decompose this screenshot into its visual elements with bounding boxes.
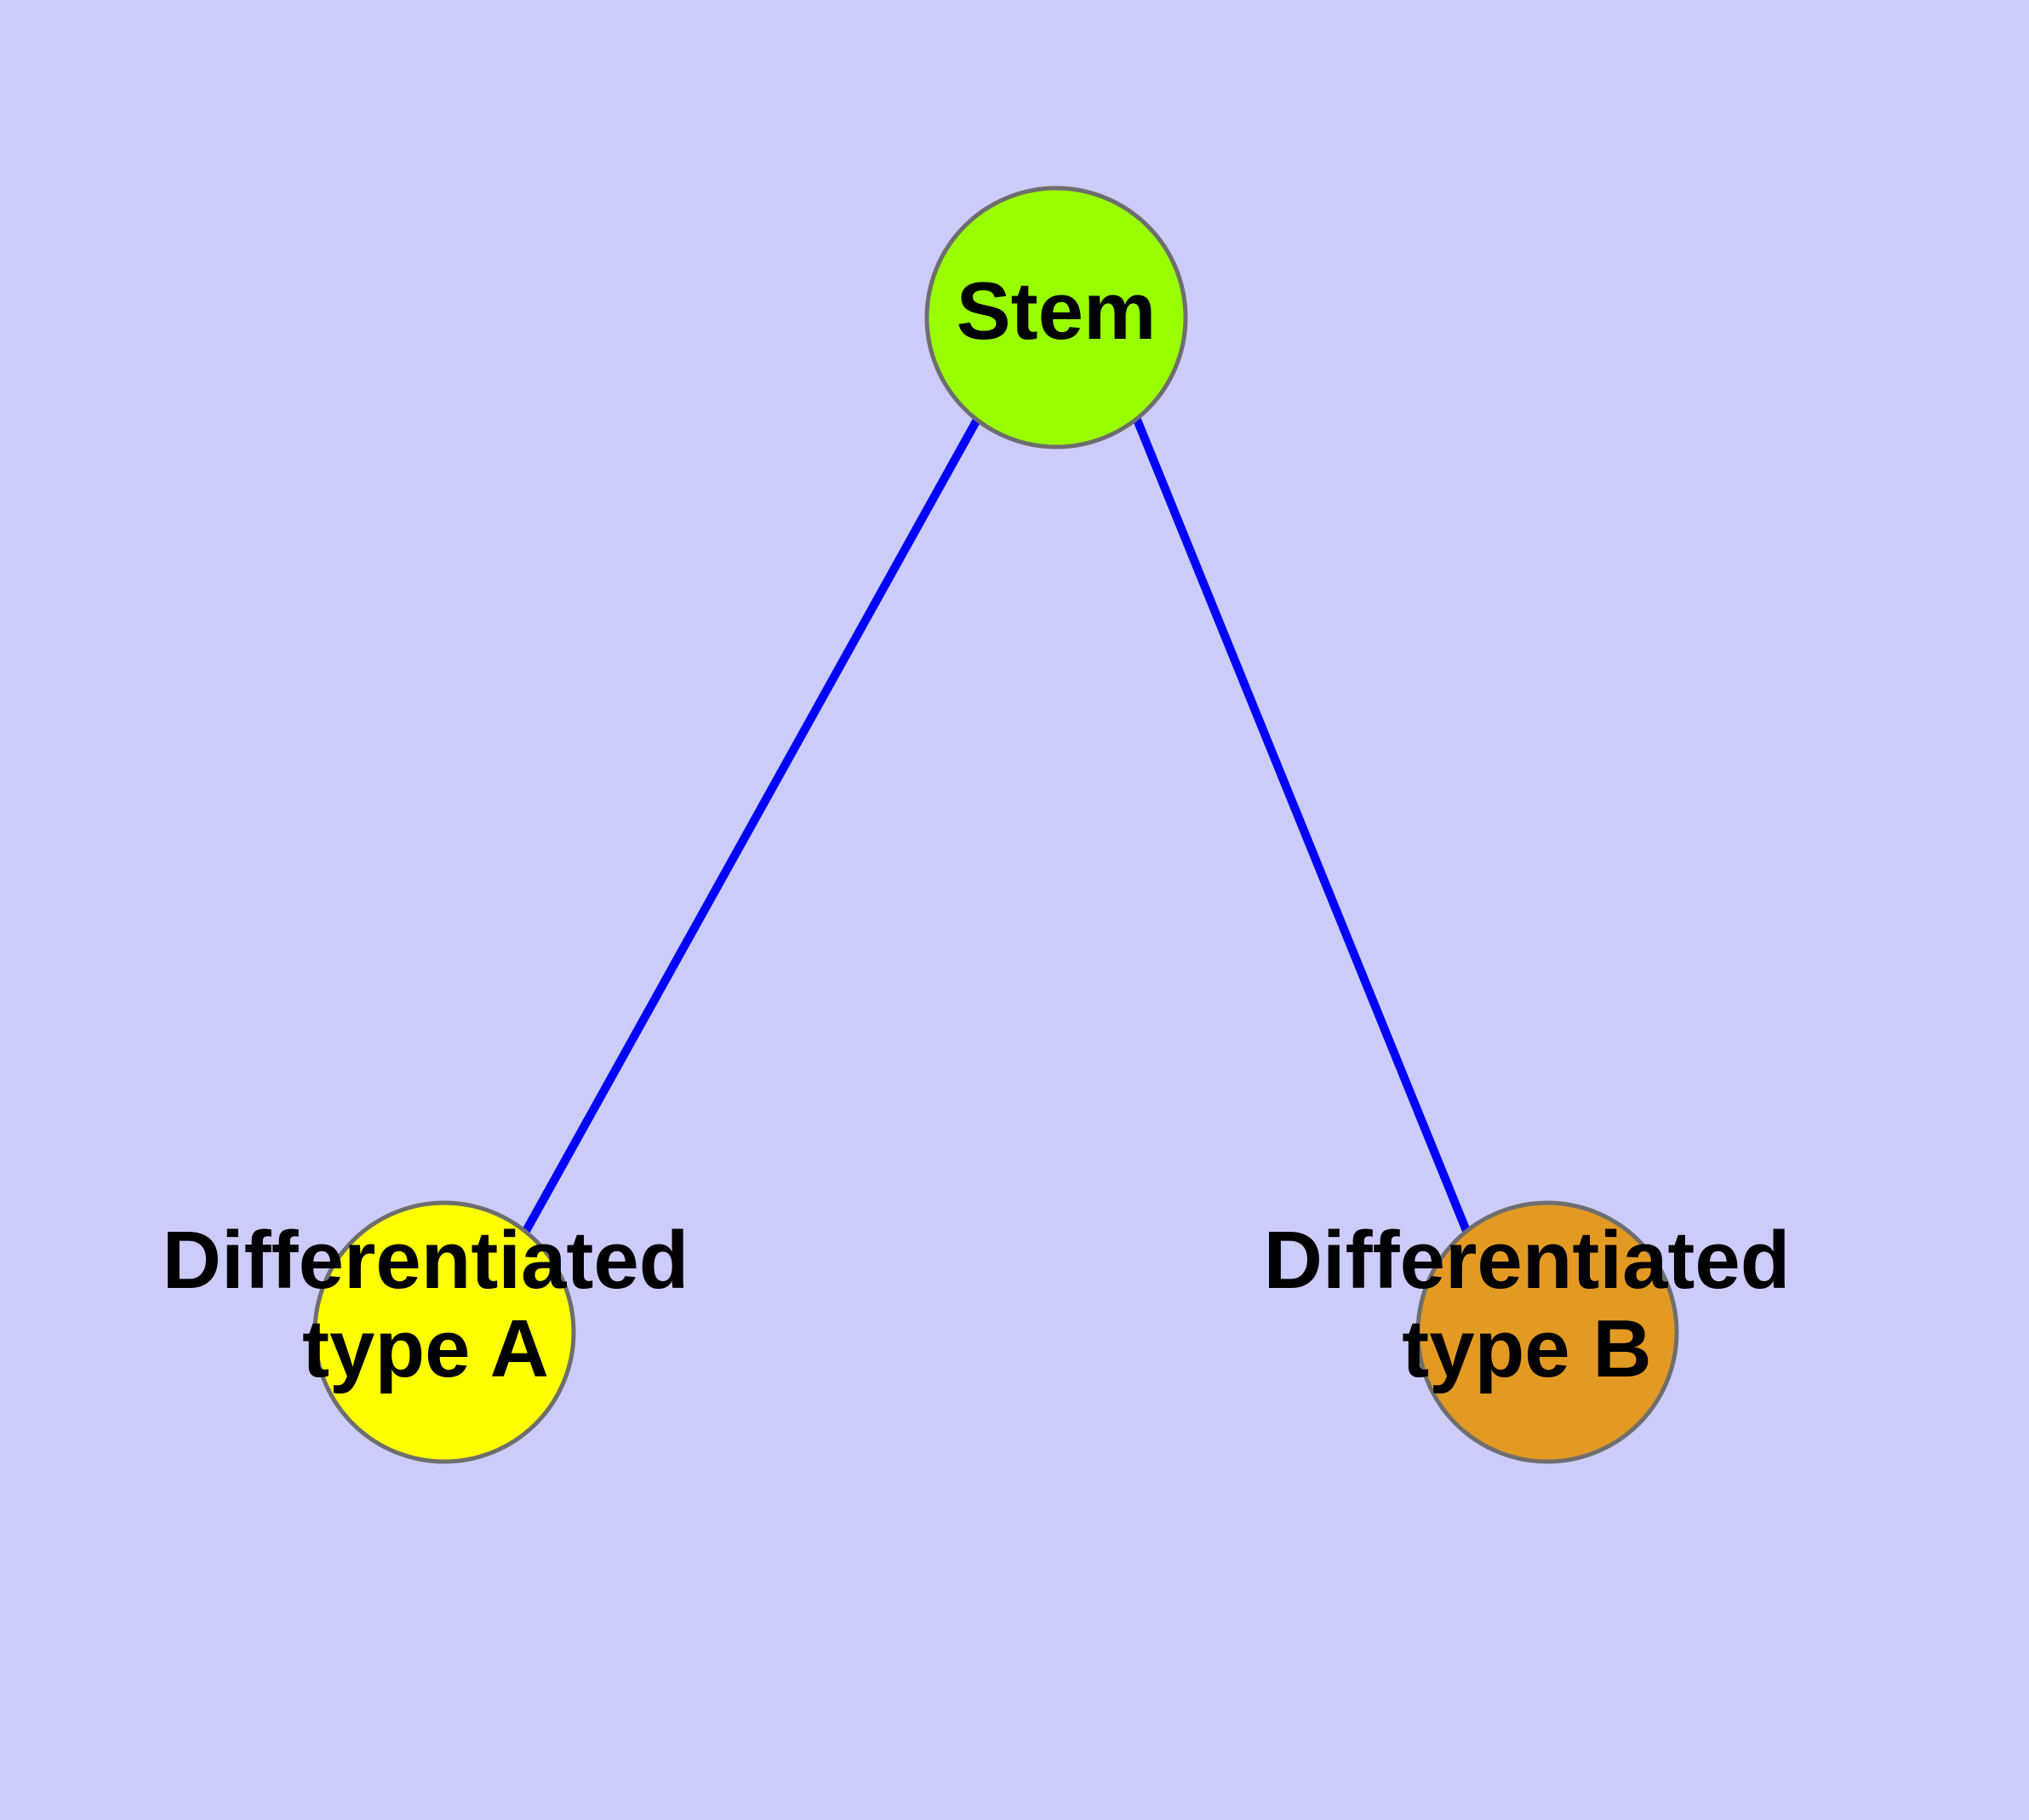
edge-stem-to-differentiated-type-b[interactable] xyxy=(1133,418,1471,1233)
node-stem[interactable] xyxy=(924,186,1188,449)
label-line: Differentiated xyxy=(163,1215,689,1306)
label-line: type A xyxy=(302,1303,549,1394)
edge-stem-to-differentiated-type-a[interactable] xyxy=(522,417,981,1233)
label-line: type B xyxy=(1402,1303,1651,1394)
nodes-group xyxy=(312,186,1679,1464)
label-line: Stem xyxy=(957,266,1157,357)
node-differentiated-type-a[interactable] xyxy=(312,1200,576,1464)
label-line: Differentiated xyxy=(1264,1215,1791,1306)
node-differentiated-type-b[interactable] xyxy=(1415,1200,1679,1464)
node-label-stem: Stem xyxy=(957,266,1157,357)
edges-group xyxy=(522,417,1471,1233)
